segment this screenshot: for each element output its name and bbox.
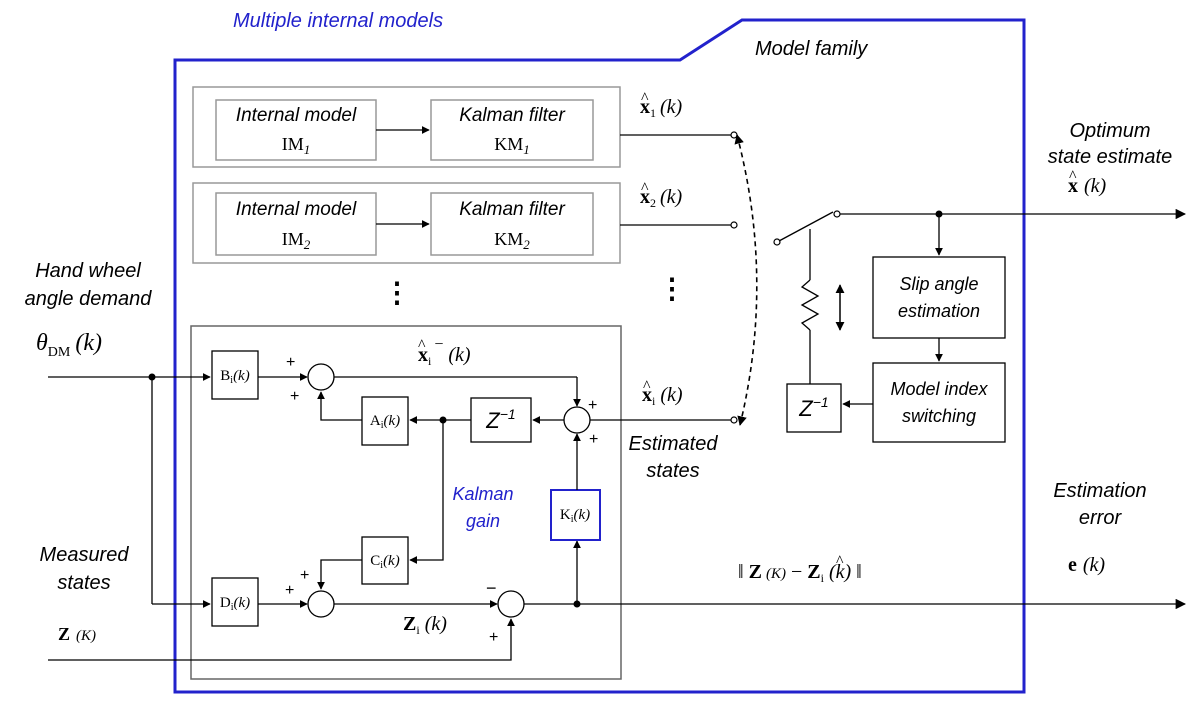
switch-contact-1 <box>730 131 738 139</box>
z-inverse-right-block <box>786 383 842 433</box>
xi-label: xi(k) <box>642 384 683 408</box>
norm-expression: ‖ Z(K)−Zi(k) ‖ <box>738 561 862 585</box>
x2-hat-mark: ^ <box>641 180 649 197</box>
sum2-plus-b: + <box>589 431 598 448</box>
b-block-label: Bi(k) <box>220 368 249 386</box>
kalman-filter-1-label: Kalman filter <box>459 105 565 126</box>
slip-angle-block <box>872 256 1006 339</box>
a-to-sum1-line <box>317 391 362 421</box>
switch-output-contact <box>833 210 841 218</box>
d-block <box>211 577 259 627</box>
km1-text: KM1 <box>494 134 530 157</box>
slip-angle-label-1: Slip angle <box>899 274 978 294</box>
z-measured-line <box>48 618 515 661</box>
zinv-to-c-line <box>409 420 444 564</box>
sum4-minus: − <box>486 578 497 598</box>
measured-label-2: states <box>57 572 110 594</box>
model-family-label: Model family <box>755 38 868 60</box>
im2-text: IM2 <box>282 229 311 252</box>
z-inverse-right-label: Z−1 <box>798 394 828 421</box>
b-block <box>211 350 259 400</box>
sum3-plus-b: + <box>300 567 309 584</box>
kalman-gain-label-2: gain <box>466 511 500 531</box>
x-hat-output-mark: ^ <box>1069 168 1077 185</box>
measured-label-1: Measured <box>40 544 130 566</box>
estimation-error-label-2: error <box>1079 507 1123 529</box>
kalman-filter-1-box <box>430 99 594 161</box>
optimum-label-1: Optimum <box>1069 120 1150 142</box>
k-block-label: Ki(k) <box>560 507 590 525</box>
ellipsis-models: ⋮ <box>383 277 411 308</box>
ellipsis-outputs: ⋮ <box>658 273 686 304</box>
estimation-error-label-1: Estimation <box>1053 480 1146 502</box>
estimated-states-label-1: Estimated <box>629 433 719 455</box>
switch-selector-arc <box>734 134 758 426</box>
norm-zi-hat: ^ <box>836 553 844 570</box>
sum1-plus-b: + <box>290 388 299 405</box>
x1-hat-label: x1(k) <box>640 96 683 120</box>
internal-model-2-label: Internal model <box>236 199 357 220</box>
hand-wheel-label-2: angle demand <box>25 288 153 310</box>
sum-junction-1 <box>307 363 335 391</box>
zi-label: Zi(k) <box>403 613 447 637</box>
d-block-label: Di(k) <box>220 595 250 613</box>
hand-wheel-label-1: Hand wheel <box>35 260 141 282</box>
k-block <box>550 489 601 541</box>
sum4-plus: + <box>489 629 498 646</box>
optimum-label-2: state estimate <box>1048 146 1173 168</box>
xi-minus-hat: ^ <box>418 337 426 354</box>
kalman-gain-label-1: Kalman <box>452 484 513 504</box>
sum-junction-2 <box>563 406 591 434</box>
x1-hat-mark: ^ <box>641 90 649 107</box>
model-index-label-1: Model index <box>890 379 988 399</box>
internal-model-1-label: Internal model <box>236 105 357 126</box>
theta-dm-label: θDM(k) <box>36 330 102 360</box>
model-family-frame <box>173 18 1026 694</box>
xi-hat: ^ <box>643 378 651 395</box>
x2-hat-label: x2(k) <box>640 186 683 210</box>
km2-text: KM2 <box>494 229 530 252</box>
kalman-filter-2-box <box>430 192 594 256</box>
c-block-label: Ci(k) <box>370 553 399 571</box>
sum1-plus-a: + <box>286 354 295 371</box>
model-2-container <box>192 182 621 264</box>
e-output-label: e(k) <box>1068 554 1105 576</box>
sum2-plus-a: + <box>588 397 597 414</box>
c-to-sum3-line <box>317 559 362 590</box>
im1-text: IM1 <box>282 134 311 157</box>
a-block-label: Ai(k) <box>370 413 400 431</box>
kalman-filter-2-label: Kalman filter <box>459 199 565 220</box>
slip-angle-label-2: estimation <box>898 301 980 321</box>
xi-minus-label: xi−(k) <box>418 336 471 368</box>
z-measured-label: Z(K) <box>58 624 96 644</box>
model-1-container <box>192 86 621 168</box>
switch-contact-i <box>730 416 738 424</box>
sum-junction-3 <box>307 590 335 618</box>
z-inverse-label: Z−1 <box>485 406 515 433</box>
model-index-block <box>872 362 1006 443</box>
switch-contact-2 <box>730 221 738 229</box>
sum-junction-4 <box>497 590 525 618</box>
estimated-states-label-2: states <box>646 460 699 482</box>
switch-pivot <box>773 238 781 246</box>
sum3-plus-a: + <box>285 582 294 599</box>
x-hat-output-label: x(k) <box>1068 175 1107 197</box>
z-inverse-block <box>470 397 532 443</box>
switch-blade <box>778 211 834 242</box>
spring-zigzag <box>800 279 820 331</box>
frame-title: Multiple internal models <box>233 10 443 32</box>
a-block <box>361 396 409 446</box>
model-index-label-2: switching <box>902 406 976 426</box>
model-i-container <box>190 325 622 680</box>
